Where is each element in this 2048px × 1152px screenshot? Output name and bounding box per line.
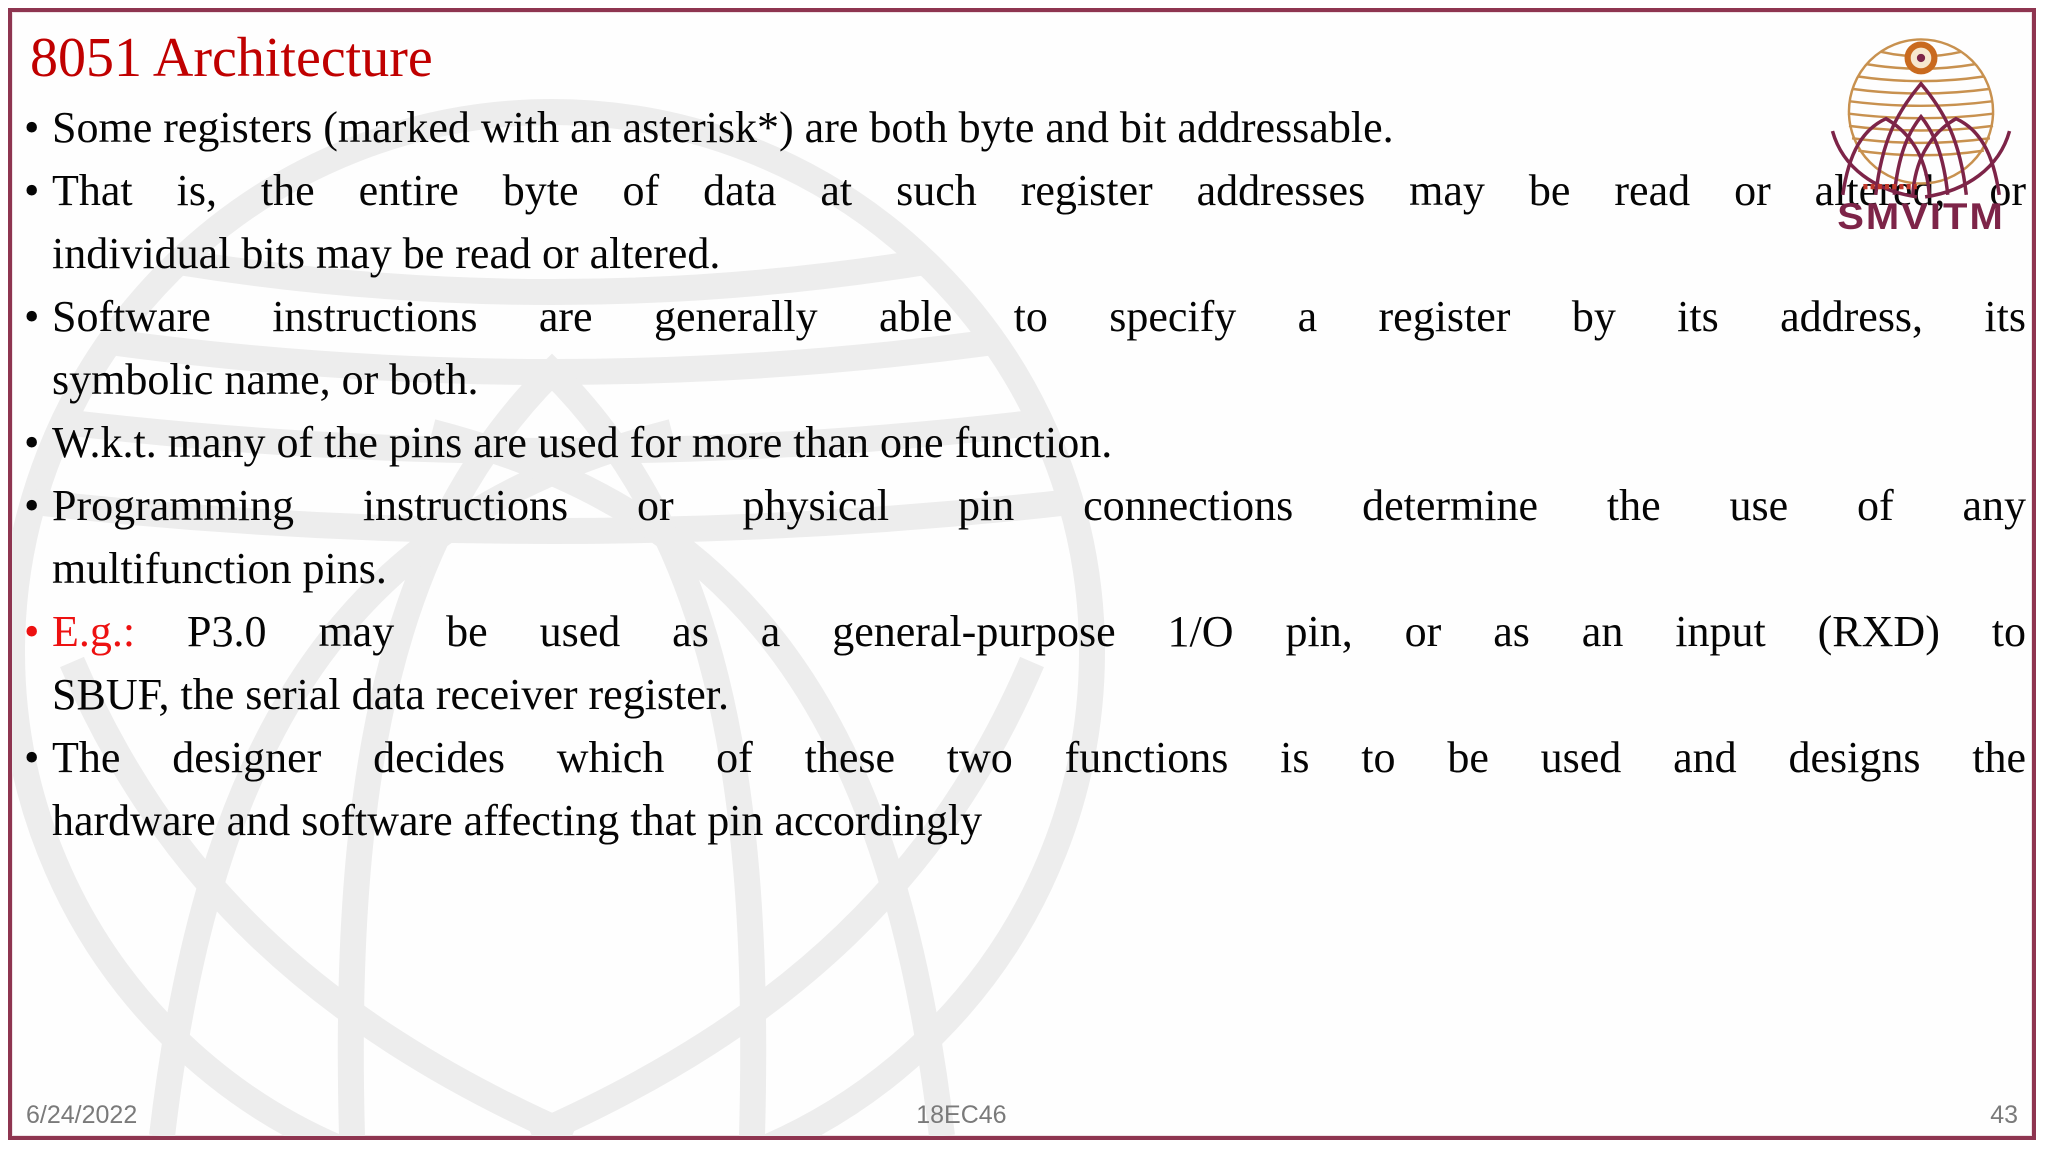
- footer-page-number: 43: [1990, 1101, 2018, 1129]
- bullet-icon: •: [24, 733, 40, 782]
- bullet-line: Some registers (marked with an asterisk*…: [52, 103, 1394, 152]
- footer: 6/24/2022 18EC46 43: [12, 1100, 2032, 1132]
- bullet-line: SBUF, the serial data receiver register.: [52, 670, 730, 719]
- bullet-line: The designer decides which of these two …: [52, 733, 2026, 782]
- list-item: •Programming instructions or physical pi…: [12, 474, 2026, 600]
- list-item: •W.k.t. many of the pins are used for mo…: [12, 411, 2026, 474]
- bullet-icon: •: [24, 418, 40, 467]
- bullet-line: Software instructions are generally able…: [52, 292, 2026, 341]
- bullet-icon: •: [24, 607, 40, 656]
- bullet-line: hardware and software affecting that pin…: [52, 796, 983, 845]
- bullet-line: That is, the entire byte of data at such…: [52, 166, 2026, 215]
- list-item: •That is, the entire byte of data at suc…: [12, 159, 2026, 285]
- bullet-line: W.k.t. many of the pins are used for mor…: [52, 418, 1113, 467]
- bullet-icon: •: [24, 103, 40, 152]
- bullet-icon: •: [24, 166, 40, 215]
- list-item: •E.g.: P3.0 may be used as a general-pur…: [12, 600, 2026, 726]
- page-title: 8051 Architecture: [30, 27, 433, 89]
- bullet-line: symbolic name, or both.: [52, 355, 479, 404]
- footer-course-code: 18EC46: [916, 1101, 1007, 1129]
- list-item: •Some registers (marked with an asterisk…: [12, 96, 2026, 159]
- bullet-prefix: E.g.:: [52, 607, 136, 656]
- bullet-line: multifunction pins.: [52, 544, 387, 593]
- bullet-line: E.g.: P3.0 may be used as a general-purp…: [52, 607, 2027, 656]
- list-item: •The designer decides which of these two…: [12, 726, 2026, 852]
- bullet-line: individual bits may be read or altered.: [52, 229, 721, 278]
- footer-date: 6/24/2022: [26, 1101, 138, 1129]
- bullet-icon: •: [24, 292, 40, 341]
- bullet-line: Programming instructions or physical pin…: [52, 481, 2026, 530]
- slide: 8051 Architecture •Some registers (marke…: [8, 8, 2036, 1140]
- bullet-icon: •: [24, 481, 40, 530]
- bullet-list: •Some registers (marked with an asterisk…: [12, 96, 2032, 852]
- list-item: •Software instructions are generally abl…: [12, 285, 2026, 411]
